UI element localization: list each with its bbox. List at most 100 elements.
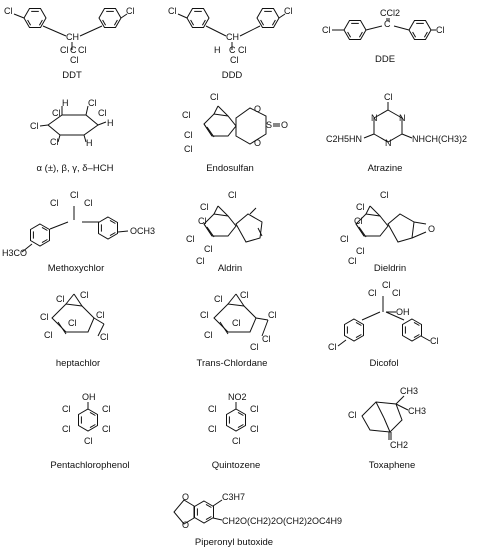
compound-piperonyl-butoxide: O O C3H7 CH2O(CH2)2O(CH2)2OC4H9 Piperony… — [173, 492, 342, 548]
ddd-cl-left: Cl — [168, 6, 177, 16]
heptachlor-cl-7: Cl — [100, 332, 109, 342]
methoxychlor-cl-3: Cl — [70, 190, 79, 200]
methoxychlor-caption: Methoxychlor — [48, 263, 105, 274]
pcp-cl-5: Cl — [84, 436, 93, 446]
aldrin-cl-2: Cl — [228, 190, 237, 200]
chlordane-cl-7: Cl — [262, 334, 271, 344]
chlordane-cl-6: Cl — [268, 310, 277, 320]
endosulfan-cl-1: Cl — [182, 110, 191, 120]
endosulfan-o-2: O — [254, 138, 261, 148]
aldrin-cl-4: Cl — [186, 234, 195, 244]
ddd-h: H — [214, 45, 221, 55]
pcp-cl-1: Cl — [62, 404, 71, 414]
methoxychlor-cl-1: Cl — [50, 198, 59, 208]
atrazine-cl: Cl — [384, 92, 393, 102]
quintozene-cl-4: Cl — [250, 424, 259, 434]
compound-toxaphene: Cl CH3 CH3 CH2 Toxaphene — [348, 386, 426, 471]
dieldrin-cl-6: Cl — [348, 256, 357, 266]
dieldrin-cl-3: Cl — [354, 216, 363, 226]
dicofol-cl-2: Cl — [392, 288, 401, 298]
dieldrin-cl-2: Cl — [380, 190, 389, 200]
ddt-caption: DDT — [62, 70, 82, 81]
dieldrin-cl-5: Cl — [356, 246, 365, 256]
ddt-cl-2: Cl — [78, 45, 87, 55]
ddt-cl-right: Cl — [126, 6, 135, 16]
dieldrin-caption: Dieldrin — [374, 263, 406, 274]
dde-cl-left: Cl — [322, 25, 331, 35]
ddd-cl-1: Cl — [238, 45, 247, 55]
compound-methoxychlor: Cl Cl Cl H3CO OCH3 Methoxychlor — [2, 190, 155, 274]
dicofol-cl-3: Cl — [382, 280, 391, 290]
ddd-ch: CH — [226, 32, 239, 42]
ddt-ch: CH — [66, 32, 79, 42]
atrazine-right-group: NHCH(CH3)2 — [412, 134, 467, 144]
compound-ddt: Cl Cl CH Cl C Cl Cl DDT — [4, 6, 135, 81]
chlordane-cl-2: Cl — [240, 290, 249, 300]
methoxychlor-right-group: OCH3 — [130, 226, 155, 236]
atrazine-n-3: N — [385, 138, 392, 148]
atrazine-n-1: N — [371, 113, 378, 123]
dieldrin-o: O — [428, 224, 435, 234]
ddd-cl-right: Cl — [284, 6, 293, 16]
pcp-oh: OH — [82, 392, 96, 402]
quintozene-cl-1: Cl — [208, 404, 217, 414]
quintozene-caption: Quintozene — [212, 460, 261, 471]
chlordane-cl-1: Cl — [214, 294, 223, 304]
quintozene-cl-2: Cl — [250, 404, 259, 414]
dicofol-cl-1: Cl — [368, 288, 377, 298]
dde-cl-right: Cl — [436, 25, 445, 35]
toxaphene-ch3-1: CH3 — [400, 386, 418, 396]
compound-heptachlor: Cl Cl Cl Cl Cl Cl Cl heptachlor — [40, 290, 109, 369]
ddt-cl-1: Cl — [60, 45, 69, 55]
pbo-o-1: O — [182, 492, 189, 502]
hch-cl-2: Cl — [52, 108, 61, 118]
endosulfan-cl-4: Cl — [210, 92, 219, 102]
heptachlor-cl-4: Cl — [68, 318, 77, 328]
quintozene-cl-3: Cl — [208, 424, 217, 434]
atrazine-n-2: N — [399, 113, 406, 123]
dieldrin-cl-1: Cl — [356, 202, 365, 212]
compound-dicofol: OH Cl Cl Cl Cl Cl Dicofol — [328, 280, 439, 369]
pcp-cl-4: Cl — [102, 424, 111, 434]
chlordane-cl-5: Cl — [204, 330, 213, 340]
aldrin-cl-1: Cl — [200, 202, 209, 212]
dicofol-oh: OH — [396, 307, 410, 317]
atrazine-left-group: C2H5HN — [326, 134, 362, 144]
pbo-o-2: O — [182, 520, 189, 530]
endosulfan-o-1: O — [254, 104, 261, 114]
ddt-cl-left: Cl — [4, 6, 13, 16]
compound-atrazine: Cl N N N C2H5HN NHCH(CH3)2 Atrazine — [326, 92, 467, 174]
hch-h-1: H — [62, 98, 69, 108]
hch-cl-3: Cl — [98, 108, 107, 118]
compound-hch: H Cl Cl Cl Cl H Cl H α (±), β, γ, δ–HCH — [30, 98, 114, 174]
dieldrin-cl-4: Cl — [340, 234, 349, 244]
pcp-cl-3: Cl — [62, 424, 71, 434]
piperonyl-butoxide-caption: Piperonyl butoxide — [195, 537, 273, 548]
aldrin-caption: Aldrin — [218, 263, 242, 274]
ddd-c: C — [229, 45, 236, 55]
hch-h-2: H — [107, 118, 114, 128]
dde-ccl2: CCl2 — [380, 8, 400, 18]
heptachlor-cl-5: Cl — [44, 330, 53, 340]
hch-cl-4: Cl — [30, 121, 39, 131]
toxaphene-caption: Toxaphene — [369, 460, 415, 471]
quintozene-cl-5: Cl — [232, 436, 241, 446]
dde-c: C — [384, 19, 391, 29]
compound-aldrin: Cl Cl Cl Cl Cl Cl Aldrin — [186, 190, 263, 274]
heptachlor-cl-2: Cl — [80, 290, 89, 300]
ddd-cl-2: Cl — [230, 55, 239, 65]
compound-dde: Cl Cl C CCl2 DDE — [322, 8, 445, 65]
pentachlorophenol-caption: Pentachlorophenol — [50, 460, 129, 471]
endosulfan-s: S — [266, 120, 272, 130]
heptachlor-caption: heptachlor — [56, 358, 100, 369]
aldrin-cl-6: Cl — [196, 256, 205, 266]
chlordane-cl-3: Cl — [200, 310, 209, 320]
quintozene-no2: NO2 — [228, 392, 247, 402]
endosulfan-caption: Endosulfan — [206, 163, 254, 174]
endosulfan-cl-2: Cl — [184, 130, 193, 140]
toxaphene-ch2: CH2 — [390, 440, 408, 450]
pbo-c3h7: C3H7 — [222, 492, 245, 502]
toxaphene-cl: Cl — [348, 410, 357, 420]
dicofol-caption: Dicofol — [369, 358, 398, 369]
